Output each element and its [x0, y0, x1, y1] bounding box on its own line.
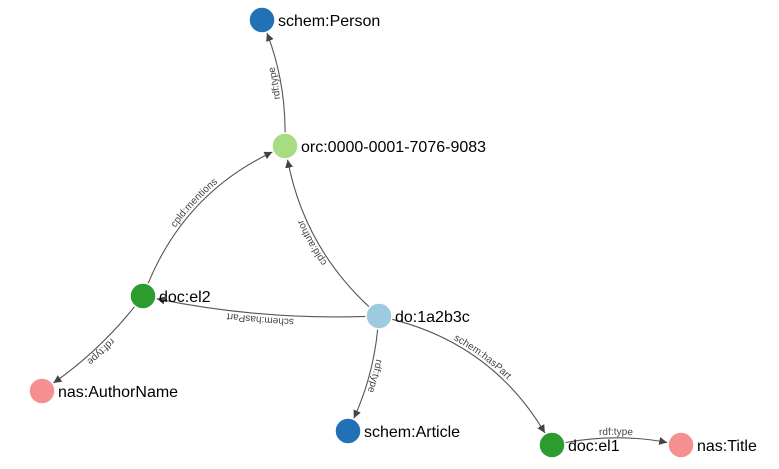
edge-do-rdf-type-article — [353, 328, 379, 419]
node-circle[interactable] — [28, 377, 56, 405]
edge-el2-cpld-mentions-orc — [147, 151, 273, 285]
node-label: doc:el2 — [159, 289, 211, 306]
edge-label: rdf:type — [84, 336, 116, 367]
edge-label: rdf:type — [365, 358, 384, 394]
node-orc-0000-0001-7076-9083[interactable]: orc:0000-0001-7076-9083 — [271, 132, 486, 160]
edges-layer: rdf:type cpld:author cpld:mentions schem:ha… — [53, 32, 668, 445]
edge-label: cpld:author — [295, 217, 329, 267]
edge-el1-rdf-type-title — [564, 437, 668, 445]
node-doc-el2[interactable]: doc:el2 — [129, 282, 211, 310]
edge-label: rdf:type — [266, 65, 283, 100]
node-schem-article[interactable]: schem:Article — [334, 417, 460, 445]
node-circle[interactable] — [667, 431, 695, 459]
node-doc-el1[interactable]: doc:el1 — [538, 431, 620, 459]
node-nas-authorname[interactable]: nas:AuthorName — [28, 377, 178, 405]
node-circle[interactable] — [271, 132, 299, 160]
node-label: schem:Article — [364, 424, 460, 441]
node-label: orc:0000-0001-7076-9083 — [301, 139, 486, 156]
node-circle[interactable] — [365, 302, 393, 330]
edge-label: schem:hasPart — [452, 333, 513, 382]
edge-do-cpld-author-orc — [285, 159, 370, 308]
edge-do-schem-haspart-el1 — [391, 318, 546, 434]
node-do-1a2b3c[interactable]: do:1a2b3c — [365, 302, 470, 330]
node-label: schem:Person — [278, 13, 380, 30]
nodes-layer: do:1a2b3c orc:0000-0001-7076-9083 schem:Pe… — [28, 6, 757, 459]
edge-label: schem:hasPart — [226, 310, 294, 327]
edge-label: cpld:mentions — [169, 176, 220, 229]
node-schem-person[interactable]: schem:Person — [248, 6, 380, 34]
node-label: nas:Title — [697, 438, 757, 455]
node-label: do:1a2b3c — [395, 309, 470, 326]
edge-el2-rdf-type-author — [53, 305, 136, 384]
node-circle[interactable] — [248, 6, 276, 34]
node-circle[interactable] — [129, 282, 157, 310]
node-label: doc:el1 — [568, 438, 620, 455]
edge-do-schem-haspart-el2 — [156, 296, 367, 318]
node-label: nas:AuthorName — [58, 384, 178, 401]
node-circle[interactable] — [538, 431, 566, 459]
edge-label: rdf:type — [599, 427, 634, 439]
node-nas-title[interactable]: nas:Title — [667, 431, 757, 459]
edge-orc-rdf-type-person — [266, 32, 286, 134]
node-circle[interactable] — [334, 417, 362, 445]
